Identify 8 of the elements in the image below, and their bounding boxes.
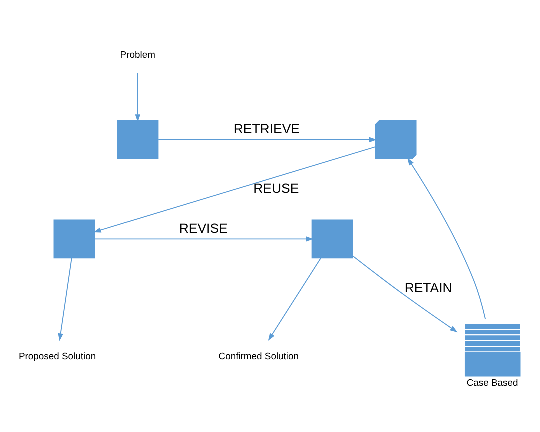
node-text: Confirmed Solution xyxy=(218,350,300,362)
node-text: Proposed Solution xyxy=(18,350,96,362)
node-text: Problem xyxy=(120,50,156,61)
edge-label: RETRIEVE xyxy=(234,121,300,136)
edge-label: RETAIN xyxy=(404,280,452,295)
edge-label: REVISE xyxy=(179,220,228,236)
edge-label: REUSE xyxy=(254,180,300,196)
node-label: Case Based xyxy=(466,378,518,389)
